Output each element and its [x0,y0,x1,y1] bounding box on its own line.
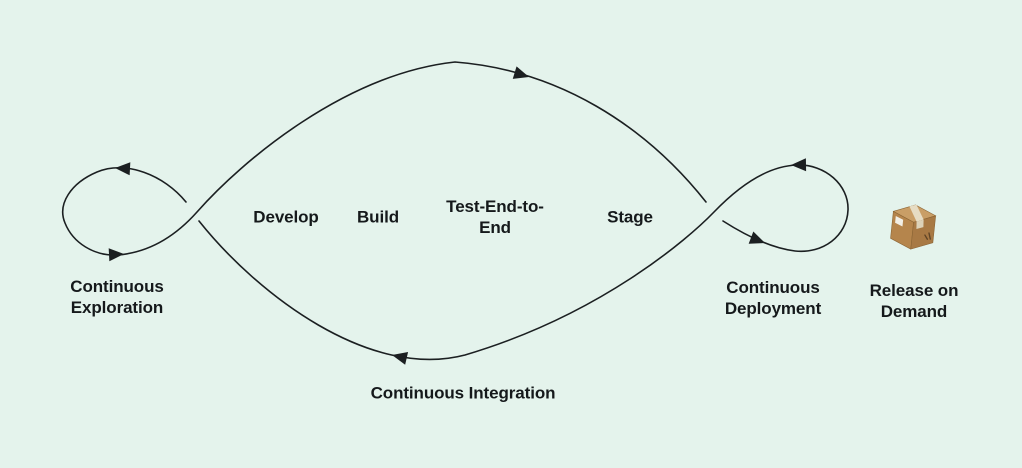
continuous-exploration-label: Continuous Exploration [70,277,164,317]
arrow-bottom-arc-icon [392,352,409,365]
stage-test-end-to-end-label: Test-End-to-End [446,197,544,237]
stage-stage-label: Stage [607,207,653,227]
stage-build-label: Build [357,207,399,227]
arrow-top-arc-icon [512,66,529,79]
arrow-left-loop-top-icon [115,162,131,176]
continuous-integration-label: Continuous Integration [370,383,556,403]
continuous-deployment-label: Continuous Deployment [724,278,822,318]
curve-exploration-loop-and-top-arc [62,61,707,256]
package-box-icon [890,204,937,250]
curve-deployment-loop-and-bottom-arc [198,164,849,361]
arrow-left-loop-bottom-icon [108,248,124,262]
stage-develop-label: Develop [253,207,319,227]
arrow-right-loop-top-icon [791,158,807,172]
arrow-right-loop-bottom-icon [748,231,765,244]
release-on-demand-label: Release on Demand [869,281,959,321]
